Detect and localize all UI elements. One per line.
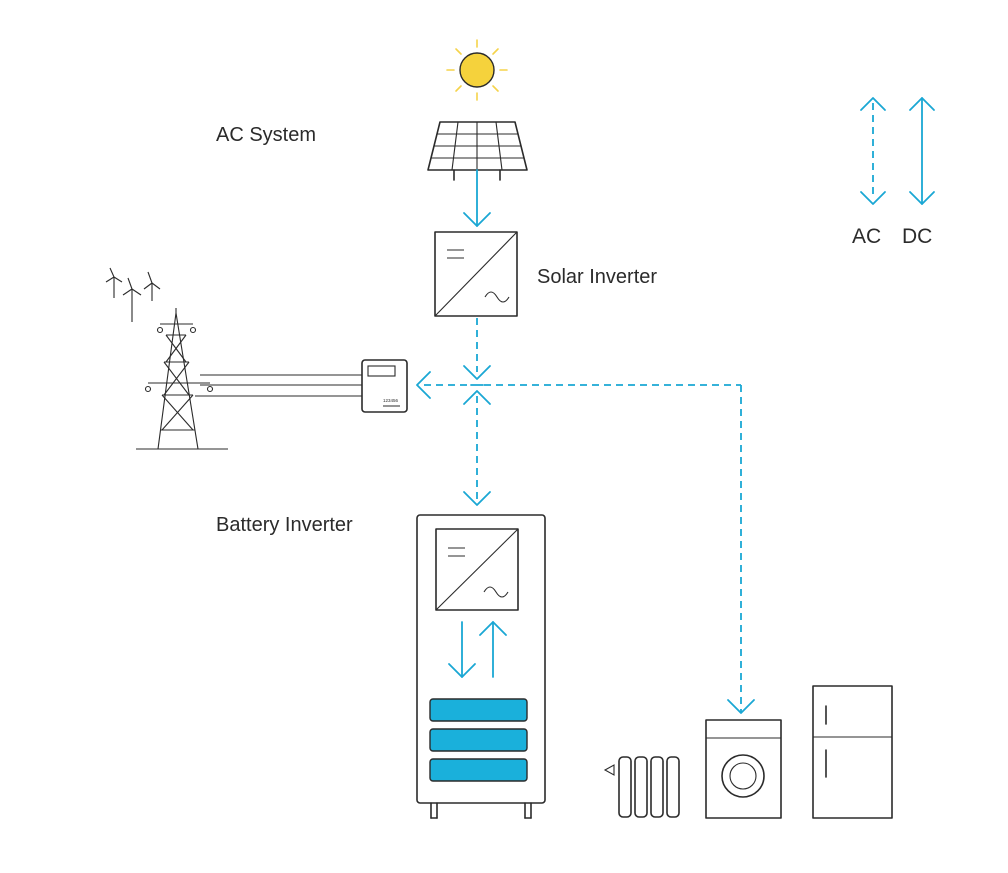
legend-dc-arrow — [909, 97, 935, 205]
legend-ac-label: AC — [852, 225, 881, 248]
refrigerator-icon — [812, 685, 893, 819]
washing-machine-icon — [705, 719, 782, 819]
solar-inverter-label: Solar Inverter — [537, 266, 657, 288]
battery-inverter-label: Battery Inverter — [216, 514, 353, 536]
solar-panel-icon — [427, 121, 528, 181]
wind-turbine-icon — [105, 267, 161, 322]
system-title: AC System — [216, 124, 316, 146]
battery-inverter-cabinet — [416, 514, 546, 819]
legend-ac-arrow — [860, 97, 886, 205]
dc-flow-battery-bidirectional — [448, 621, 507, 678]
legend-dc-label: DC — [902, 225, 932, 248]
radiator-icon — [603, 756, 680, 818]
solar-inverter-icon — [434, 231, 518, 317]
battery-inverter-icon — [435, 528, 519, 611]
meter-number: 123456 — [383, 398, 399, 403]
ac-flow-network — [416, 318, 755, 714]
electricity-meter-icon: 123456 — [361, 359, 408, 413]
battery-module-icon — [429, 698, 528, 782]
sun-icon — [446, 39, 508, 101]
grid-connection-lines — [195, 374, 362, 397]
legend: AC DC — [852, 97, 935, 248]
power-pylon-icon — [136, 308, 228, 450]
dc-flow-panel-to-inverter — [463, 169, 491, 227]
